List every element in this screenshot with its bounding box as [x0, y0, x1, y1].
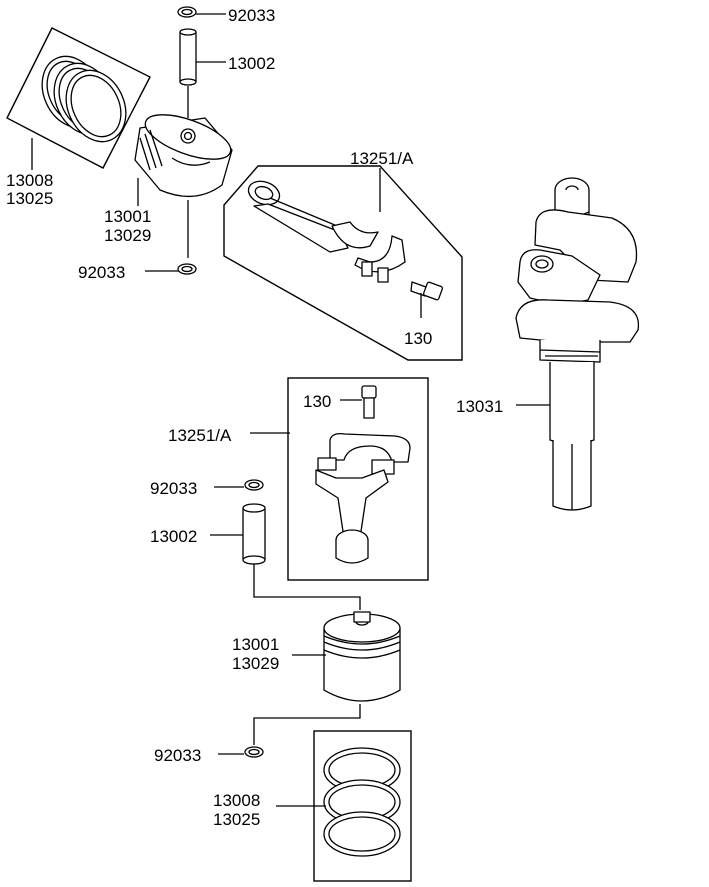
label-piston-mid-1: 13001 [232, 635, 279, 654]
piston-rings-bottom [323, 747, 401, 857]
label-circlip-top-lower: 92033 [78, 263, 125, 282]
piston-pin-mid [242, 503, 266, 565]
circlip-top [177, 6, 197, 18]
conrod-mid [315, 432, 411, 564]
label-conrod-mid: 13251/A [168, 426, 232, 445]
label-pin-mid: 13002 [150, 527, 197, 546]
piston-pin-top [179, 28, 197, 86]
crankshaft [515, 177, 640, 511]
label-circlip-mid: 92033 [150, 479, 197, 498]
label-rings-bottom-2: 13025 [213, 810, 260, 829]
label-piston-top-1: 13001 [104, 207, 151, 226]
label-rings-top-1: 13008 [6, 171, 53, 190]
label-piston-top-2: 13029 [104, 226, 151, 245]
piston-mid [323, 611, 401, 702]
label-piston-mid-2: 13029 [232, 654, 279, 673]
circlip-top-lower [177, 263, 197, 275]
label-circlip-top: 92033 [228, 6, 275, 25]
conrod-top-box [223, 165, 463, 361]
circlip-bottom [244, 746, 264, 758]
label-rings-top-2: 13025 [6, 189, 53, 208]
conrod-mid-box [287, 377, 429, 581]
circlip-mid [244, 479, 264, 491]
bolt-mid [361, 385, 377, 419]
piston-top [134, 114, 233, 198]
conrod-top [247, 180, 406, 283]
label-circlip-bottom: 92033 [154, 746, 201, 765]
label-pin-top: 13002 [228, 54, 275, 73]
label-rings-bottom-1: 13008 [213, 791, 260, 810]
bolt-top [410, 281, 443, 301]
label-bolt-top: 130 [404, 329, 432, 348]
label-crankshaft: 13031 [456, 397, 503, 416]
label-bolt-mid: 130 [303, 392, 331, 411]
label-conrod-top: 13251/A [350, 149, 414, 168]
piston-rings-top [6, 27, 151, 169]
